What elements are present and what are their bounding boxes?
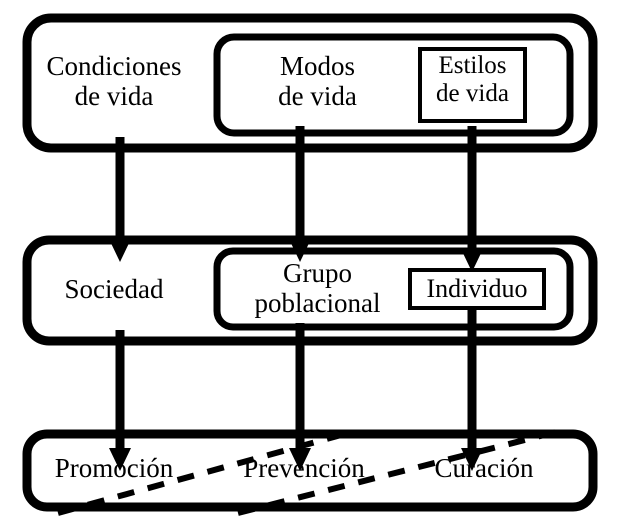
label-individuo: Individuo <box>426 274 528 303</box>
arrow-sociedad-promocion <box>109 330 131 471</box>
arrow-condiciones-sociedad <box>109 137 131 262</box>
box-estilos-de-vida <box>418 47 527 123</box>
label-modos-de-vida: Modos de vida <box>278 51 357 112</box>
label-condiciones-de-vida: Condiciones de vida <box>46 51 182 112</box>
arrow-estilos-individuo <box>461 126 483 272</box>
arrow-individuo-curacion <box>461 310 483 471</box>
arrow-grupo-prevencion <box>289 323 311 471</box>
label-sociedad: Sociedad <box>64 274 164 304</box>
label-curacion: Curación <box>434 453 534 483</box>
label-estilos-de-vida: Estilos de vida <box>436 52 509 107</box>
label-prevencion: Prevención <box>243 453 365 483</box>
box-acciones <box>22 429 598 512</box>
dashed-gradient-line-1 <box>57 429 353 516</box>
label-grupo-poblacional: Grupo poblacional <box>254 258 381 319</box>
label-promocion: Promoción <box>54 453 174 483</box>
dashed-gradient-line-2 <box>237 427 565 516</box>
box-individuo <box>408 268 546 310</box>
arrow-modos-grupo <box>289 126 311 262</box>
